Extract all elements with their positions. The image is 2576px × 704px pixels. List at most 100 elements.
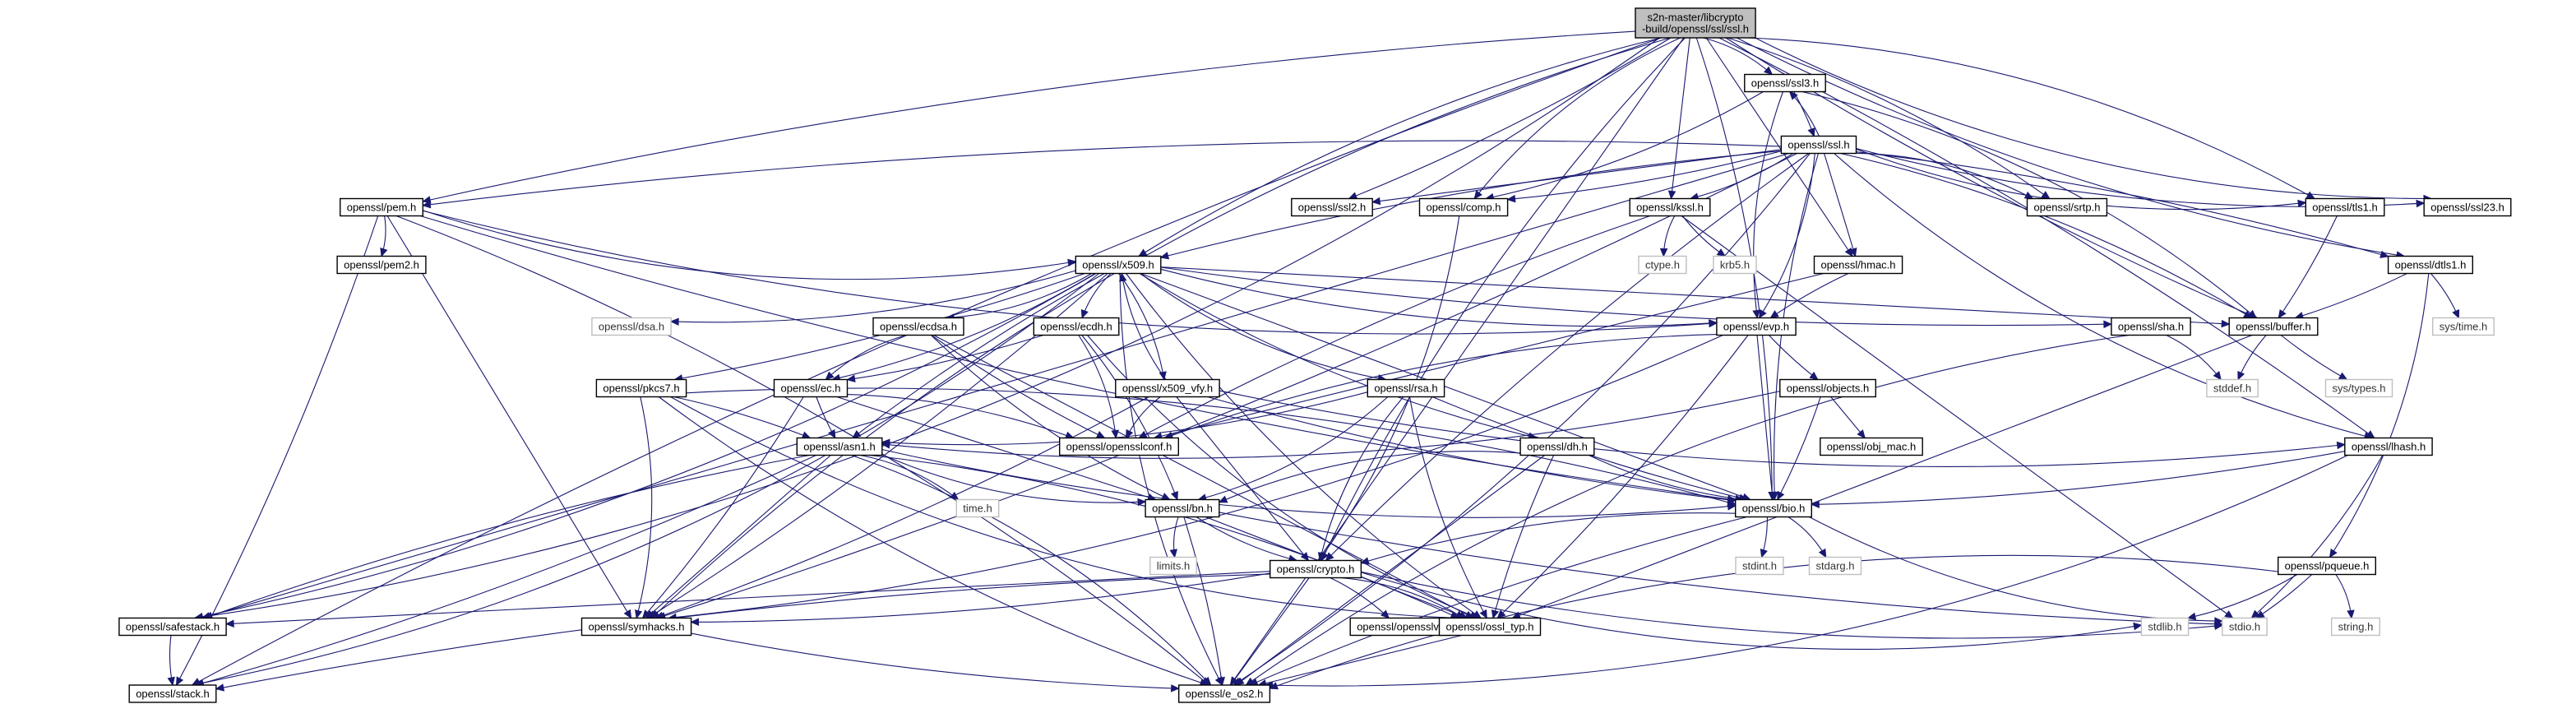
edge-root-to-srtp — [1727, 37, 2051, 200]
node-label: openssl/opensslv.h — [1357, 621, 1447, 633]
node-label: openssl/objects.h — [1787, 382, 1869, 395]
node-eos2[interactable]: openssl/e_os2.h — [1177, 684, 1271, 703]
edge-x509-to-sha — [1160, 266, 2113, 329]
node-rsa[interactable]: openssl/rsa.h — [1367, 378, 1445, 398]
node-lhash[interactable]: openssl/lhash.h — [2344, 437, 2433, 456]
node-objmac[interactable]: openssl/obj_mac.h — [1820, 437, 1923, 456]
edge-symhacks-to-eos2 — [691, 632, 1180, 692]
node-pkcs7[interactable]: openssl/pkcs7.h — [595, 378, 687, 398]
node-box — [336, 255, 427, 275]
edge-sha-to-stddef — [2166, 335, 2222, 381]
node-pem[interactable]: openssl/pem.h — [340, 197, 424, 217]
node-ssl23[interactable]: openssl/ssl23.h — [2423, 197, 2512, 217]
edge-bio-to-stdint — [1760, 516, 1768, 558]
node-x509vfy[interactable]: openssl/x509_vfy.h — [1115, 378, 1220, 398]
edge-x509vfy-to-lhash — [1219, 390, 2347, 467]
node-label: openssl/pem.h — [347, 201, 417, 214]
node-objects[interactable]: openssl/objects.h — [1779, 378, 1877, 398]
node-buffer[interactable]: openssl/buffer.h — [2228, 317, 2319, 336]
node-box — [2387, 255, 2474, 275]
edge-crypto-to-opensslv — [1330, 577, 1390, 619]
node-dh[interactable]: openssl/dh.h — [1519, 437, 1595, 456]
node-srtp[interactable]: openssl/srtp.h — [2026, 197, 2108, 217]
node-box — [1779, 378, 1877, 398]
node-evp[interactable]: openssl/evp.h — [1716, 317, 1797, 336]
node-label: time.h — [963, 503, 992, 515]
node-box — [796, 437, 883, 456]
node-opensslv[interactable]: openssl/opensslv.h — [1349, 617, 1454, 637]
node-box — [1808, 556, 1862, 576]
edge-root-to-lhash — [1718, 37, 2375, 439]
node-asn1[interactable]: openssl/asn1.h — [796, 437, 883, 456]
node-safestack[interactable]: openssl/safestack.h — [118, 617, 227, 637]
edge-pkcs7-to-ossltyp — [670, 396, 1460, 622]
edge-ecdsa-to-ec — [825, 334, 907, 381]
node-stdarg: stdarg.h — [1808, 556, 1862, 576]
edge-root-to-pem — [422, 30, 1636, 204]
node-ssl3[interactable]: openssl/ssl3.h — [1744, 73, 1826, 93]
node-kssl[interactable]: openssl/kssl.h — [1629, 197, 1711, 217]
node-ecdh[interactable]: openssl/ecdh.h — [1033, 317, 1120, 336]
edge-asn1-to-symhacks — [645, 455, 831, 619]
node-box — [1115, 378, 1220, 398]
node-symhacks[interactable]: openssl/symhacks.h — [580, 617, 692, 637]
edge-pqueue-to-stringh — [2335, 574, 2355, 619]
node-bn[interactable]: openssl/bn.h — [1145, 498, 1220, 518]
edge-root-to-comp — [1473, 37, 1681, 200]
node-box — [2026, 197, 2108, 217]
node-crypto[interactable]: openssl/crypto.h — [1269, 559, 1362, 579]
edge-x509-to-dsa — [669, 270, 1076, 326]
edge-pem-to-x509 — [423, 210, 1077, 280]
node-label: string.h — [2338, 621, 2374, 633]
node-box — [2423, 197, 2512, 217]
edge-evp-to-objects — [1768, 335, 1819, 381]
node-stack[interactable]: openssl/stack.h — [128, 684, 217, 703]
node-ssl2[interactable]: openssl/ssl2.h — [1291, 197, 1373, 217]
edge-tls1-to-buffer — [2278, 215, 2338, 319]
edge-asn1-to-bn — [881, 454, 1147, 507]
edge-hmac-to-opensslconf — [1153, 272, 1824, 440]
edge-kssl-to-ctype — [1659, 215, 1676, 257]
edge-hmac-to-evp — [1769, 273, 1849, 319]
node-box — [591, 317, 672, 336]
node-limits: limits.h — [1149, 556, 1197, 576]
node-box — [1149, 556, 1197, 576]
node-tls1[interactable]: openssl/tls1.h — [2305, 197, 2385, 217]
node-sha[interactable]: openssl/sha.h — [2111, 317, 2191, 336]
node-pqueue[interactable]: openssl/pqueue.h — [2277, 556, 2376, 576]
edge-pqueue-to-stdio — [2255, 574, 2313, 619]
node-hmac[interactable]: openssl/hmac.h — [1813, 255, 1903, 275]
node-bio[interactable]: openssl/bio.h — [1734, 498, 1812, 518]
node-label: openssl/symhacks.h — [588, 621, 684, 633]
edge-crypto-to-stdlib — [1361, 572, 2143, 650]
node-ssl[interactable]: openssl/ssl.h — [1780, 135, 1857, 155]
edge-lhash-to-eos2 — [1264, 455, 2348, 689]
node-label: openssl/ecdh.h — [1040, 321, 1112, 333]
node-box — [1735, 556, 1784, 576]
node-dtls1[interactable]: openssl/dtls1.h — [2387, 255, 2474, 275]
node-pem2[interactable]: openssl/pem2.h — [336, 255, 427, 275]
node-box — [1291, 197, 1373, 217]
edge-objects-to-bio — [1777, 396, 1821, 501]
node-ossltyp[interactable]: openssl/ossl_typ.h — [1438, 617, 1542, 637]
edge-ssl-to-hmac — [1824, 153, 1857, 257]
node-label: openssl/safestack.h — [126, 621, 220, 633]
node-box — [955, 498, 1000, 518]
node-box — [1716, 317, 1797, 336]
edge-rsa-to-ossltyp — [1408, 396, 1487, 619]
node-ecdsa[interactable]: openssl/ecdsa.h — [872, 317, 964, 336]
node-ec[interactable]: openssl/ec.h — [773, 378, 849, 398]
node-box — [2111, 317, 2191, 336]
node-box — [1418, 197, 1509, 217]
node-comp[interactable]: openssl/comp.h — [1418, 197, 1509, 217]
node-label: openssl/kssl.h — [1636, 201, 1704, 214]
edge-lhash-to-stdio — [2250, 455, 2384, 619]
node-box — [1075, 255, 1162, 275]
edge-dh-to-ossltyp — [1491, 455, 1555, 619]
node-x509[interactable]: openssl/x509.h — [1075, 255, 1162, 275]
edge-x509-to-evp — [1160, 268, 1718, 327]
node-label: openssl/asn1.h — [803, 441, 875, 453]
node-opensslconf[interactable]: openssl/opensslconf.h — [1058, 437, 1179, 456]
node-box — [1744, 73, 1826, 93]
edge-dtls1-to-systime — [2430, 273, 2460, 319]
